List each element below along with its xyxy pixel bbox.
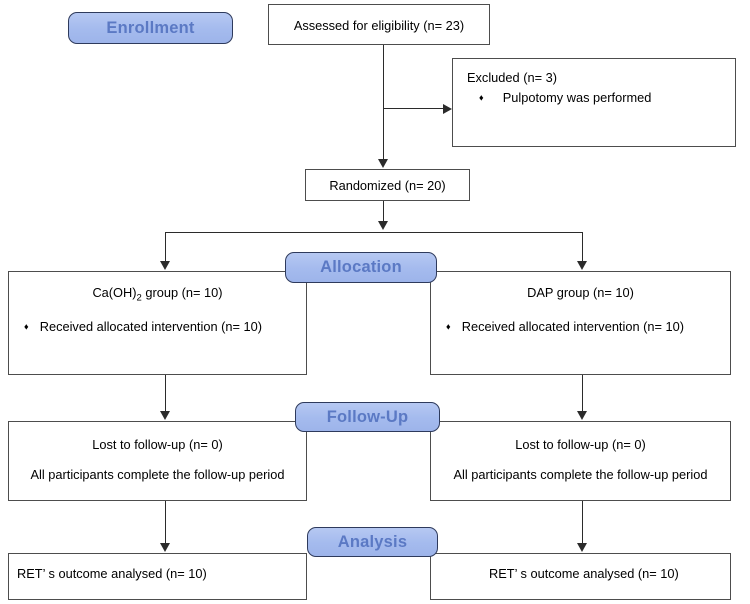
- stage-pill-allocation: Allocation: [285, 252, 437, 283]
- arrowhead-allocation-left-to-followup: [160, 411, 170, 420]
- connector-split-right-down: [582, 232, 583, 261]
- connector-allocation-left-to-followup: [165, 375, 166, 411]
- connector-followup-left-to-analysis: [165, 501, 166, 543]
- node-followup-left-line1: Lost to follow-up (n= 0): [92, 437, 223, 452]
- stage-pill-followup-label: Follow-Up: [326, 407, 409, 426]
- bullet-diamond-icon: ♦: [24, 321, 29, 332]
- stage-pill-analysis-label: Analysis: [337, 532, 408, 551]
- stage-pill-allocation-label: Allocation: [320, 258, 402, 276]
- arrowhead-assessed-to-randomized: [378, 159, 388, 168]
- arrowhead-followup-right-to-analysis: [577, 543, 587, 552]
- connector-assessed-to-randomized: [383, 45, 384, 159]
- node-allocation-left-title-prefix: Ca(OH): [92, 285, 137, 300]
- arrowhead-followup-left-to-analysis: [160, 543, 170, 552]
- connector-assessed-to-excluded: [383, 108, 447, 109]
- connector-allocation-right-to-followup: [582, 375, 583, 411]
- node-allocation-right: DAP group (n= 10) ♦ Received allocated i…: [430, 271, 731, 375]
- node-excluded-reason-text: Pulpotomy was performed: [502, 90, 652, 105]
- stage-pill-enrollment: Enrollment: [68, 12, 233, 44]
- node-allocation-left-title: Ca(OH)2 group (n= 10): [9, 284, 306, 305]
- node-excluded-reason-0: ♦ Pulpotomy was performed: [453, 89, 735, 106]
- node-analysis-right-text: RET’ s outcome analysed (n= 10): [489, 566, 679, 581]
- arrowhead-split-right: [577, 261, 587, 270]
- node-followup-right-line2: All participants complete the follow-up …: [453, 467, 708, 482]
- node-followup-left: Lost to follow-up (n= 0) All participant…: [8, 421, 307, 501]
- node-assessed-text: Assessed for eligibility (n= 23): [293, 18, 465, 33]
- connector-randomized-down: [383, 201, 384, 222]
- node-allocation-left-item-0: ♦ Received allocated intervention (n= 10…: [9, 318, 306, 335]
- node-followup-left-line2: All participants complete the follow-up …: [30, 467, 285, 482]
- stage-pill-followup: Follow-Up: [295, 402, 440, 432]
- node-assessed-for-eligibility: Assessed for eligibility (n= 23): [268, 4, 490, 45]
- node-excluded-heading: Excluded (n= 3): [467, 70, 557, 85]
- connector-followup-right-to-analysis: [582, 501, 583, 543]
- node-allocation-left: Ca(OH)2 group (n= 10) ♦ Received allocat…: [8, 271, 307, 375]
- node-excluded: Excluded (n= 3) ♦ Pulpotomy was performe…: [452, 58, 736, 147]
- node-followup-right: Lost to follow-up (n= 0) All participant…: [430, 421, 731, 501]
- node-allocation-left-item-text: Received allocated intervention (n= 10): [39, 319, 263, 334]
- node-allocation-left-title-suffix: group (n= 10): [141, 285, 223, 300]
- arrowhead-randomized-down: [378, 221, 388, 230]
- connector-split-left-down: [165, 232, 166, 261]
- arrowhead-split-left: [160, 261, 170, 270]
- stage-pill-enrollment-label: Enrollment: [106, 18, 195, 37]
- node-analysis-right: RET’ s outcome analysed (n= 10): [430, 553, 731, 600]
- node-analysis-left-text: RET’ s outcome analysed (n= 10): [17, 566, 207, 581]
- bullet-diamond-icon: ♦: [446, 321, 451, 332]
- arrowhead-allocation-right-to-followup: [577, 411, 587, 420]
- node-allocation-right-title: DAP group (n= 10): [527, 285, 634, 300]
- node-followup-right-line1: Lost to follow-up (n= 0): [515, 437, 646, 452]
- arrowhead-assessed-to-excluded: [443, 104, 452, 114]
- node-allocation-left-title-sub: 2: [136, 292, 142, 304]
- stage-pill-analysis: Analysis: [307, 527, 438, 557]
- node-randomized-text: Randomized (n= 20): [329, 178, 446, 193]
- connector-allocation-split-bar: [165, 232, 583, 233]
- node-allocation-right-item-text: Received allocated intervention (n= 10): [461, 319, 685, 334]
- node-allocation-right-item-0: ♦ Received allocated intervention (n= 10…: [431, 318, 730, 335]
- node-analysis-left: RET’ s outcome analysed (n= 10): [8, 553, 307, 600]
- bullet-diamond-icon: ♦: [479, 92, 484, 103]
- node-randomized: Randomized (n= 20): [305, 169, 470, 201]
